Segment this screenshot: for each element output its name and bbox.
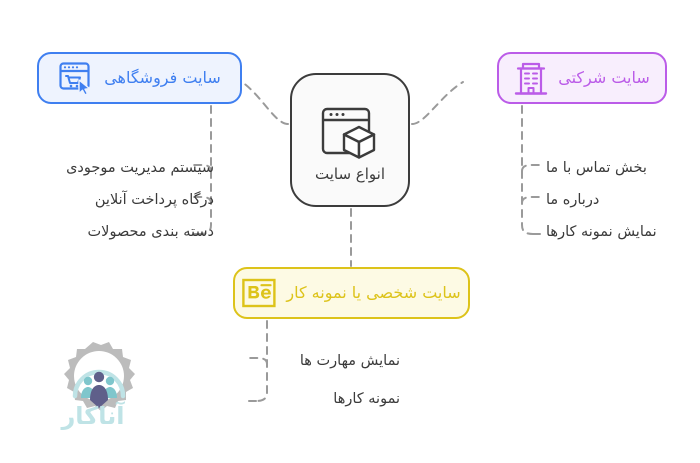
watermark-brand-text: آناکار	[60, 401, 125, 430]
portfolio-node[interactable]: سایت شخصی یا نمونه کار	[233, 267, 470, 319]
connector-corporate-spine	[521, 105, 534, 235]
office-building-icon	[514, 60, 548, 96]
connector-corporate-stub-0	[521, 164, 544, 172]
connector-portfolio-spine	[255, 320, 268, 402]
shop-node[interactable]: سایت فروشگاهی	[37, 52, 242, 104]
connector-corporate-stub-1	[521, 196, 544, 204]
behance-icon	[242, 277, 276, 309]
shop-branch-item-0: سیستم مدیریت موجودی	[66, 160, 214, 176]
center-node[interactable]: انواع سایت	[290, 73, 410, 207]
shop-branch-item-2: دسته بندی محصولات	[87, 224, 214, 240]
shop-branch-item-1: درگاه پرداخت آنلاین	[94, 192, 214, 208]
portfolio-branch-item-0: نمایش مهارت ها	[299, 353, 400, 369]
corporate-branch-item-1: درباره ما	[546, 192, 600, 208]
watermark-logo: آناکار	[33, 336, 153, 436]
center-node-label: انواع سایت	[314, 164, 386, 183]
people-arc-icon	[72, 369, 126, 408]
portfolio-branch-item-1: نمونه کارها	[333, 391, 400, 407]
connector-portfolio-stub-0	[245, 357, 268, 365]
shop-node-label: سایت فروشگاهی	[104, 68, 221, 87]
corporate-node-label: سایت شرکتی	[558, 68, 650, 87]
connector-center-to-shop	[241, 81, 289, 125]
browser-cart-cursor-icon	[58, 61, 94, 95]
corporate-branch-item-2: نمایش نمونه کارها	[546, 224, 657, 240]
corporate-branch-item-0: بخش تماس با ما	[546, 160, 647, 176]
corporate-node[interactable]: سایت شرکتی	[497, 52, 667, 104]
connector-center-to-corporate	[411, 81, 464, 125]
browser-cube-icon	[319, 105, 381, 161]
portfolio-node-label: سایت شخصی یا نمونه کار	[286, 283, 461, 302]
